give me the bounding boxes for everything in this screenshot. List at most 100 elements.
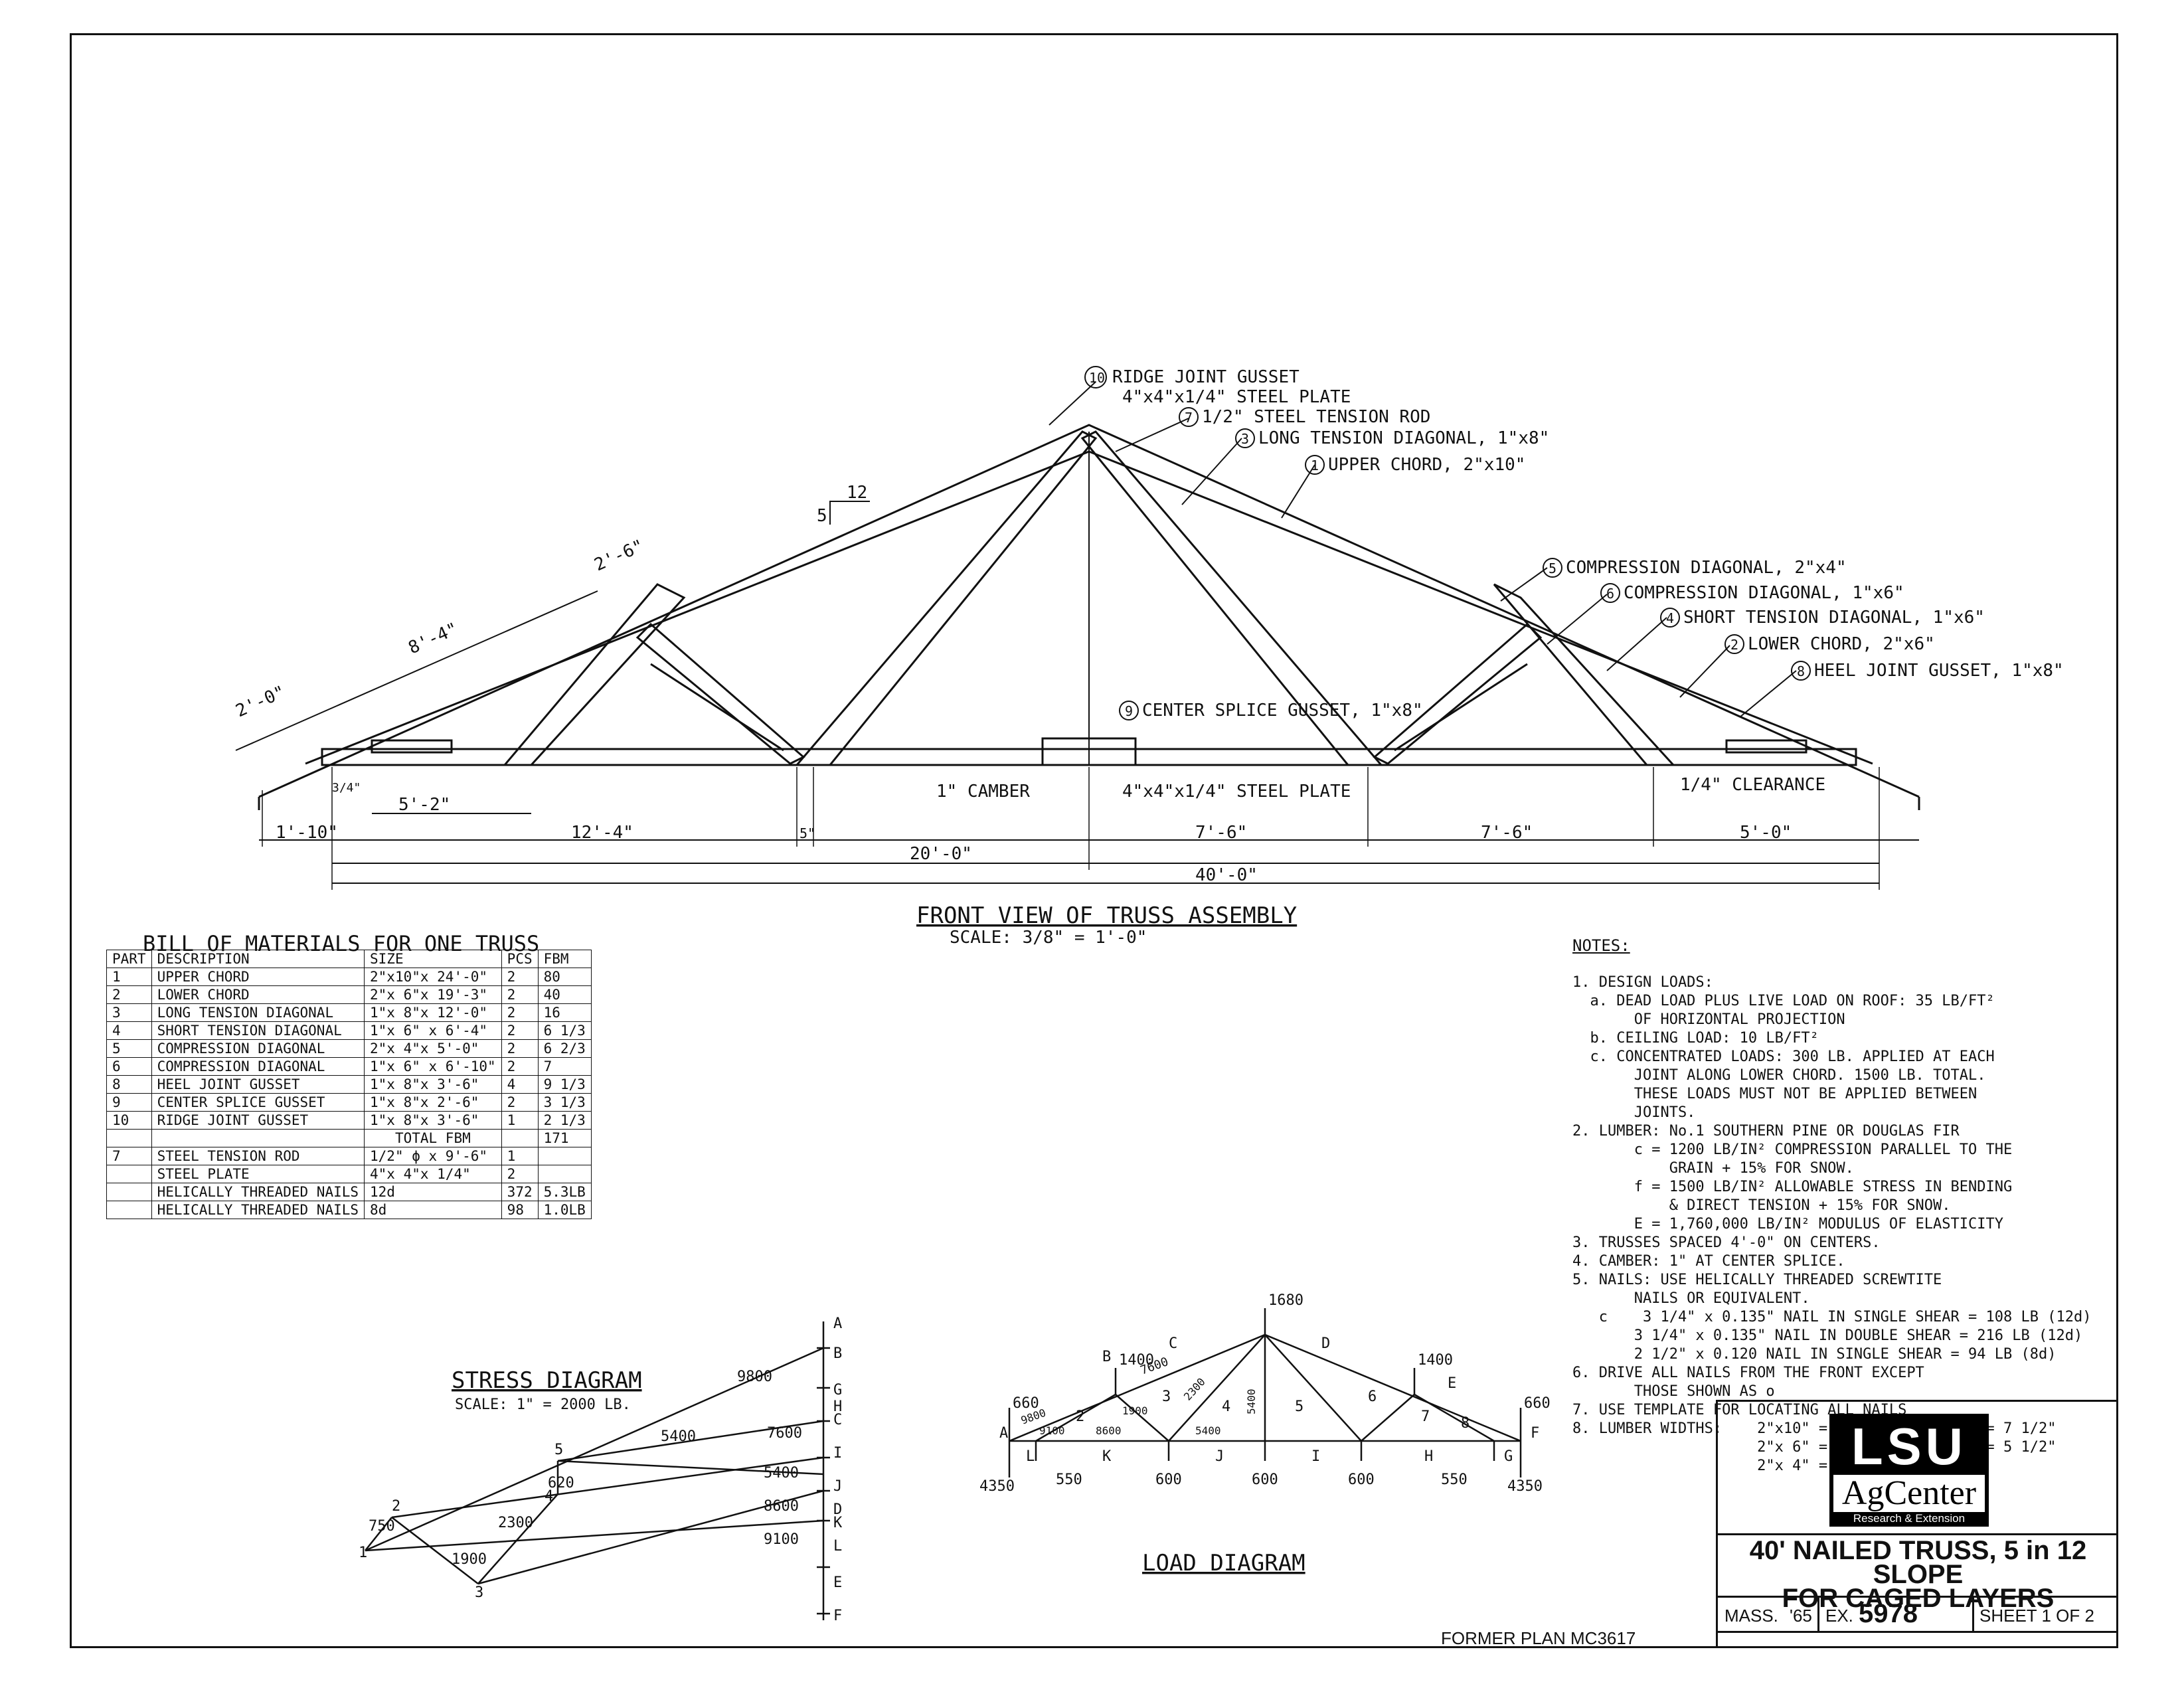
front-view-title: FRONT VIEW OF TRUSS ASSEMBLY: [916, 902, 1297, 929]
svg-text:C: C: [833, 1412, 842, 1428]
load-diagram-title: LOAD DIAGRAM: [1142, 1550, 1305, 1576]
svg-text:9100: 9100: [1039, 1424, 1065, 1437]
callout-compression-diagonal-1x6: COMPRESSION DIAGONAL, 1"x6": [1624, 583, 1904, 603]
svg-text:3: 3: [1241, 431, 1249, 447]
callout-tension-rod: 1/2" STEEL TENSION ROD: [1202, 407, 1430, 427]
callout-ridge-plate: 4"x4"x1/4" STEEL PLATE: [1122, 387, 1351, 407]
svg-text:D: D: [1321, 1335, 1330, 1352]
title-info-row: MASS. '65 EX. 5978 SHEET 1 OF 2: [1718, 1598, 2118, 1633]
svg-text:620: 620: [548, 1475, 574, 1491]
logo-area: LSU AgCenter Research & Extension: [1718, 1402, 2118, 1535]
callout-ridge-gusset: RIDGE JOINT GUSSET: [1112, 367, 1300, 387]
svg-text:H: H: [833, 1398, 842, 1415]
svg-text:D: D: [833, 1501, 842, 1518]
svg-text:I: I: [1311, 1448, 1320, 1465]
front-view-scale: SCALE: 3/8" = 1'-0": [950, 928, 1147, 948]
callout-center-splice: CENTER SPLICE GUSSET, 1"x8": [1142, 701, 1423, 720]
svg-text:5400: 5400: [1195, 1424, 1221, 1437]
svg-text:1400: 1400: [1119, 1352, 1154, 1369]
svg-text:600: 600: [1155, 1472, 1182, 1488]
svg-text:5400: 5400: [764, 1465, 799, 1481]
svg-text:5": 5": [799, 825, 815, 841]
svg-text:4350: 4350: [979, 1478, 1015, 1495]
former-plan: FORMER PLAN MC3617: [1441, 1628, 1636, 1648]
svg-text:9: 9: [1125, 703, 1133, 719]
svg-text:H: H: [1424, 1448, 1433, 1465]
svg-text:A: A: [999, 1425, 1008, 1442]
svg-text:600: 600: [1252, 1472, 1278, 1488]
clearance-label: 1/4" CLEARANCE: [1680, 775, 1825, 795]
svg-text:J: J: [1215, 1448, 1224, 1465]
callout-heel-gusset: HEEL JOINT GUSSET, 1"x8": [1814, 661, 2064, 681]
notes-title: NOTES:: [1572, 936, 1630, 955]
drawing-title: 40' NAILED TRUSS, 5 in 12 SLOPE FOR CAGE…: [1749, 1536, 2087, 1613]
svg-text:1900: 1900: [452, 1551, 487, 1568]
stress-diagram-title: STRESS DIAGRAM: [452, 1367, 642, 1394]
svg-text:7: 7: [1185, 410, 1193, 426]
svg-text:K: K: [833, 1515, 843, 1531]
svg-text:4: 4: [1666, 610, 1674, 626]
svg-text:9100: 9100: [764, 1531, 799, 1548]
callout-num-10: 10: [1089, 370, 1105, 386]
bottom-plate-label: 4"x4"x1/4" STEEL PLATE: [1122, 782, 1351, 802]
svg-text:5400: 5400: [661, 1428, 696, 1445]
svg-text:20'-0": 20'-0": [910, 844, 972, 864]
svg-text:550: 550: [1441, 1472, 1468, 1488]
svg-text:5: 5: [1295, 1398, 1303, 1415]
heel-label: 3/4": [332, 781, 361, 795]
svg-text:L: L: [1026, 1448, 1035, 1465]
svg-text:2: 2: [1730, 637, 1738, 653]
svg-text:B: B: [833, 1345, 842, 1362]
svg-text:1: 1: [1311, 458, 1319, 473]
svg-text:G: G: [1504, 1448, 1513, 1465]
svg-text:660: 660: [1013, 1395, 1039, 1412]
svg-text:8: 8: [1461, 1415, 1470, 1432]
svg-text:750: 750: [369, 1518, 395, 1535]
compression-diagonal-left: [502, 583, 686, 766]
compression-diagonal-right: [1493, 583, 1676, 766]
svg-text:F: F: [833, 1608, 842, 1624]
ex-number: 5978: [1859, 1599, 1918, 1628]
svg-text:4350: 4350: [1507, 1478, 1543, 1495]
svg-text:6: 6: [1606, 586, 1614, 602]
svg-text:8600: 8600: [1096, 1424, 1122, 1437]
svg-text:600: 600: [1348, 1472, 1375, 1488]
svg-text:K: K: [1102, 1448, 1112, 1465]
svg-text:5400: 5400: [1245, 1389, 1258, 1414]
callout-upper-chord: UPPER CHORD, 2"x10": [1328, 455, 1525, 475]
drawing-border: [70, 33, 2118, 1648]
svg-text:7600: 7600: [767, 1425, 802, 1442]
callout-lower-chord: LOWER CHORD, 2"x6": [1748, 634, 1935, 654]
svg-text:7'-6": 7'-6": [1481, 823, 1533, 843]
callout-long-tension-diagonal: LONG TENSION DIAGONAL, 1"x8": [1258, 428, 1549, 448]
svg-text:2300: 2300: [498, 1515, 533, 1531]
svg-text:3: 3: [1162, 1389, 1171, 1405]
callout-short-tension-diagonal: SHORT TENSION DIAGONAL, 1"x6": [1683, 608, 1985, 628]
svg-text:4: 4: [545, 1488, 553, 1505]
svg-text:40'-0": 40'-0": [1195, 865, 1258, 885]
title-block: LSU AgCenter Research & Extension 40' NA…: [1716, 1400, 2118, 1648]
svg-text:1'-10": 1'-10": [276, 823, 338, 843]
svg-text:5: 5: [1549, 560, 1556, 576]
svg-text:J: J: [833, 1478, 842, 1495]
long-tension-diagonal-left: [794, 430, 1098, 766]
svg-text:1680: 1680: [1268, 1292, 1303, 1309]
svg-text:6: 6: [1368, 1389, 1377, 1405]
svg-text:2300: 2300: [1181, 1375, 1208, 1402]
slope-run: 12: [847, 483, 867, 503]
svg-text:1: 1: [359, 1545, 367, 1561]
svg-text:5'-2": 5'-2": [398, 795, 450, 815]
svg-text:660: 660: [1524, 1395, 1551, 1412]
